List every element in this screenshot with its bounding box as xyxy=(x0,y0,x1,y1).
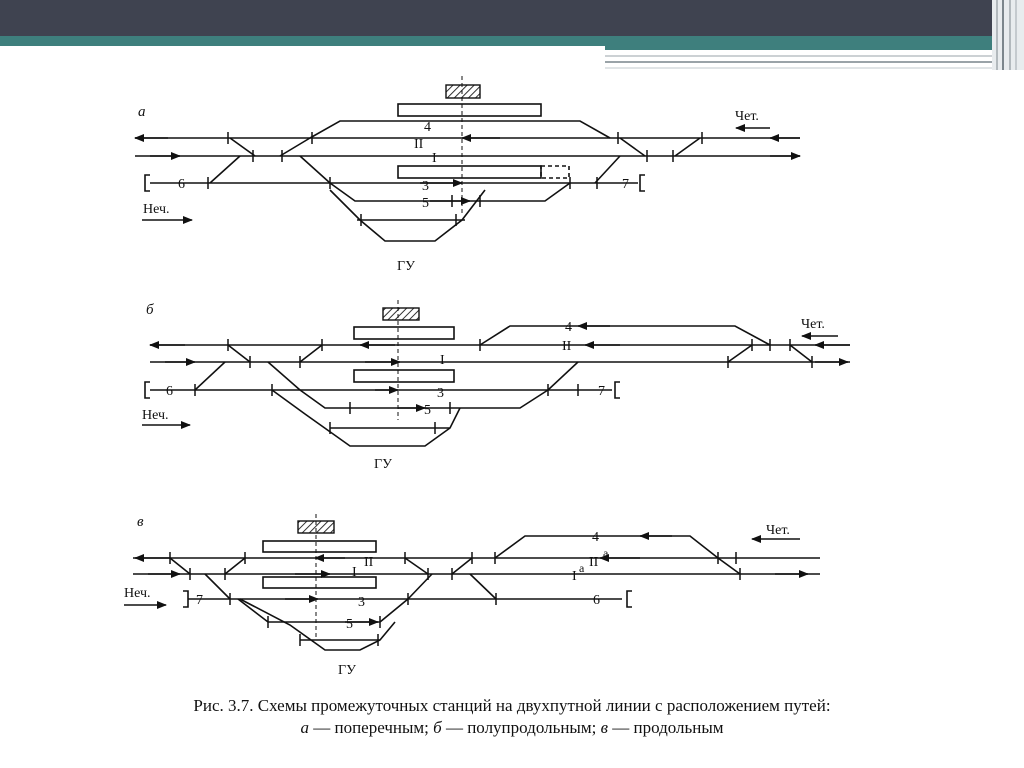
gu-label: ГУ xyxy=(397,259,415,274)
even-direction-label: Чет. xyxy=(801,317,825,332)
caption-letter-a: а xyxy=(300,718,309,737)
figure-caption: Рис. 3.7. Схемы промежуточных станций на… xyxy=(0,695,1024,739)
panel-v: в xyxy=(124,514,820,678)
track-label: 6 xyxy=(178,177,185,192)
platform xyxy=(353,369,455,383)
track-label: 3 xyxy=(422,179,429,194)
track-label: I xyxy=(432,151,437,166)
track-label: 6 xyxy=(166,384,173,399)
buffer-stop xyxy=(144,174,150,192)
caption-text-a: — поперечным; xyxy=(308,718,434,737)
even-direction-label: Чет. xyxy=(735,109,759,124)
track-label: I xyxy=(440,353,445,368)
track-4 xyxy=(479,325,771,346)
insulating-joints xyxy=(169,552,741,646)
track-label: 7 xyxy=(622,177,629,192)
track-label: 5 xyxy=(424,403,431,418)
track-gu xyxy=(271,389,461,447)
odd-direction-label: Неч. xyxy=(142,408,169,423)
even-direction-label: Чет. xyxy=(766,523,790,538)
track-label-superscript: а xyxy=(579,561,585,575)
slide-header-bar xyxy=(0,0,1024,70)
track-label: 3 xyxy=(358,595,365,610)
platform xyxy=(353,326,455,340)
track-5 xyxy=(237,598,409,623)
caption-letter-v: в xyxy=(600,718,608,737)
track-label: II xyxy=(414,137,424,152)
panel-b: б xyxy=(142,300,850,472)
track-label: I xyxy=(572,569,577,584)
buffer-stop xyxy=(614,381,620,399)
caption-text-b: — полупродольным; xyxy=(441,718,601,737)
buffer-stop xyxy=(144,381,150,399)
platform xyxy=(397,103,542,117)
track-label: 4 xyxy=(565,320,572,335)
track-label: 5 xyxy=(422,196,429,211)
track-label: II xyxy=(562,339,572,354)
buffer-stop xyxy=(183,590,189,608)
track-gu xyxy=(329,189,486,242)
insulating-joints xyxy=(194,339,813,434)
gu-label: ГУ xyxy=(338,663,356,678)
insulating-joints xyxy=(207,132,703,226)
panel-a-letter: а xyxy=(138,104,146,120)
buffer-stop xyxy=(639,174,645,192)
track-label: 6 xyxy=(593,593,600,608)
gu-label: ГУ xyxy=(374,457,392,472)
track-gu xyxy=(239,598,396,651)
track-label: 5 xyxy=(346,617,353,632)
track-label: 3 xyxy=(437,386,444,401)
track-label: 4 xyxy=(592,530,599,545)
track-label: II xyxy=(589,555,599,570)
platform xyxy=(262,576,377,589)
caption-line-2: а — поперечным; б — полупродольным; в — … xyxy=(0,717,1024,739)
track-label: 7 xyxy=(196,593,203,608)
odd-direction-label: Неч. xyxy=(143,202,170,217)
platform xyxy=(262,540,377,553)
track-5 xyxy=(329,182,571,202)
caption-letter-b: б xyxy=(433,718,442,737)
panel-b-letter: б xyxy=(146,302,154,318)
station-building xyxy=(445,84,481,99)
odd-direction-label: Неч. xyxy=(124,586,151,601)
track-label: I xyxy=(352,565,357,580)
caption-text-v: — продольным xyxy=(607,718,724,737)
track-label: 4 xyxy=(424,120,431,135)
panel-v-letter: в xyxy=(137,514,144,530)
track-label: 7 xyxy=(598,384,605,399)
track-4 xyxy=(309,120,611,139)
station-building xyxy=(382,307,420,321)
caption-line-1: Рис. 3.7. Схемы промежуточных станций на… xyxy=(193,696,831,715)
platform-future xyxy=(540,165,570,179)
buffer-stop xyxy=(626,590,632,608)
track-4 xyxy=(494,535,719,559)
platform xyxy=(397,165,542,179)
track-label-superscript: а xyxy=(603,546,609,560)
track-label: II xyxy=(364,555,374,570)
panel-a: а xyxy=(134,76,801,274)
